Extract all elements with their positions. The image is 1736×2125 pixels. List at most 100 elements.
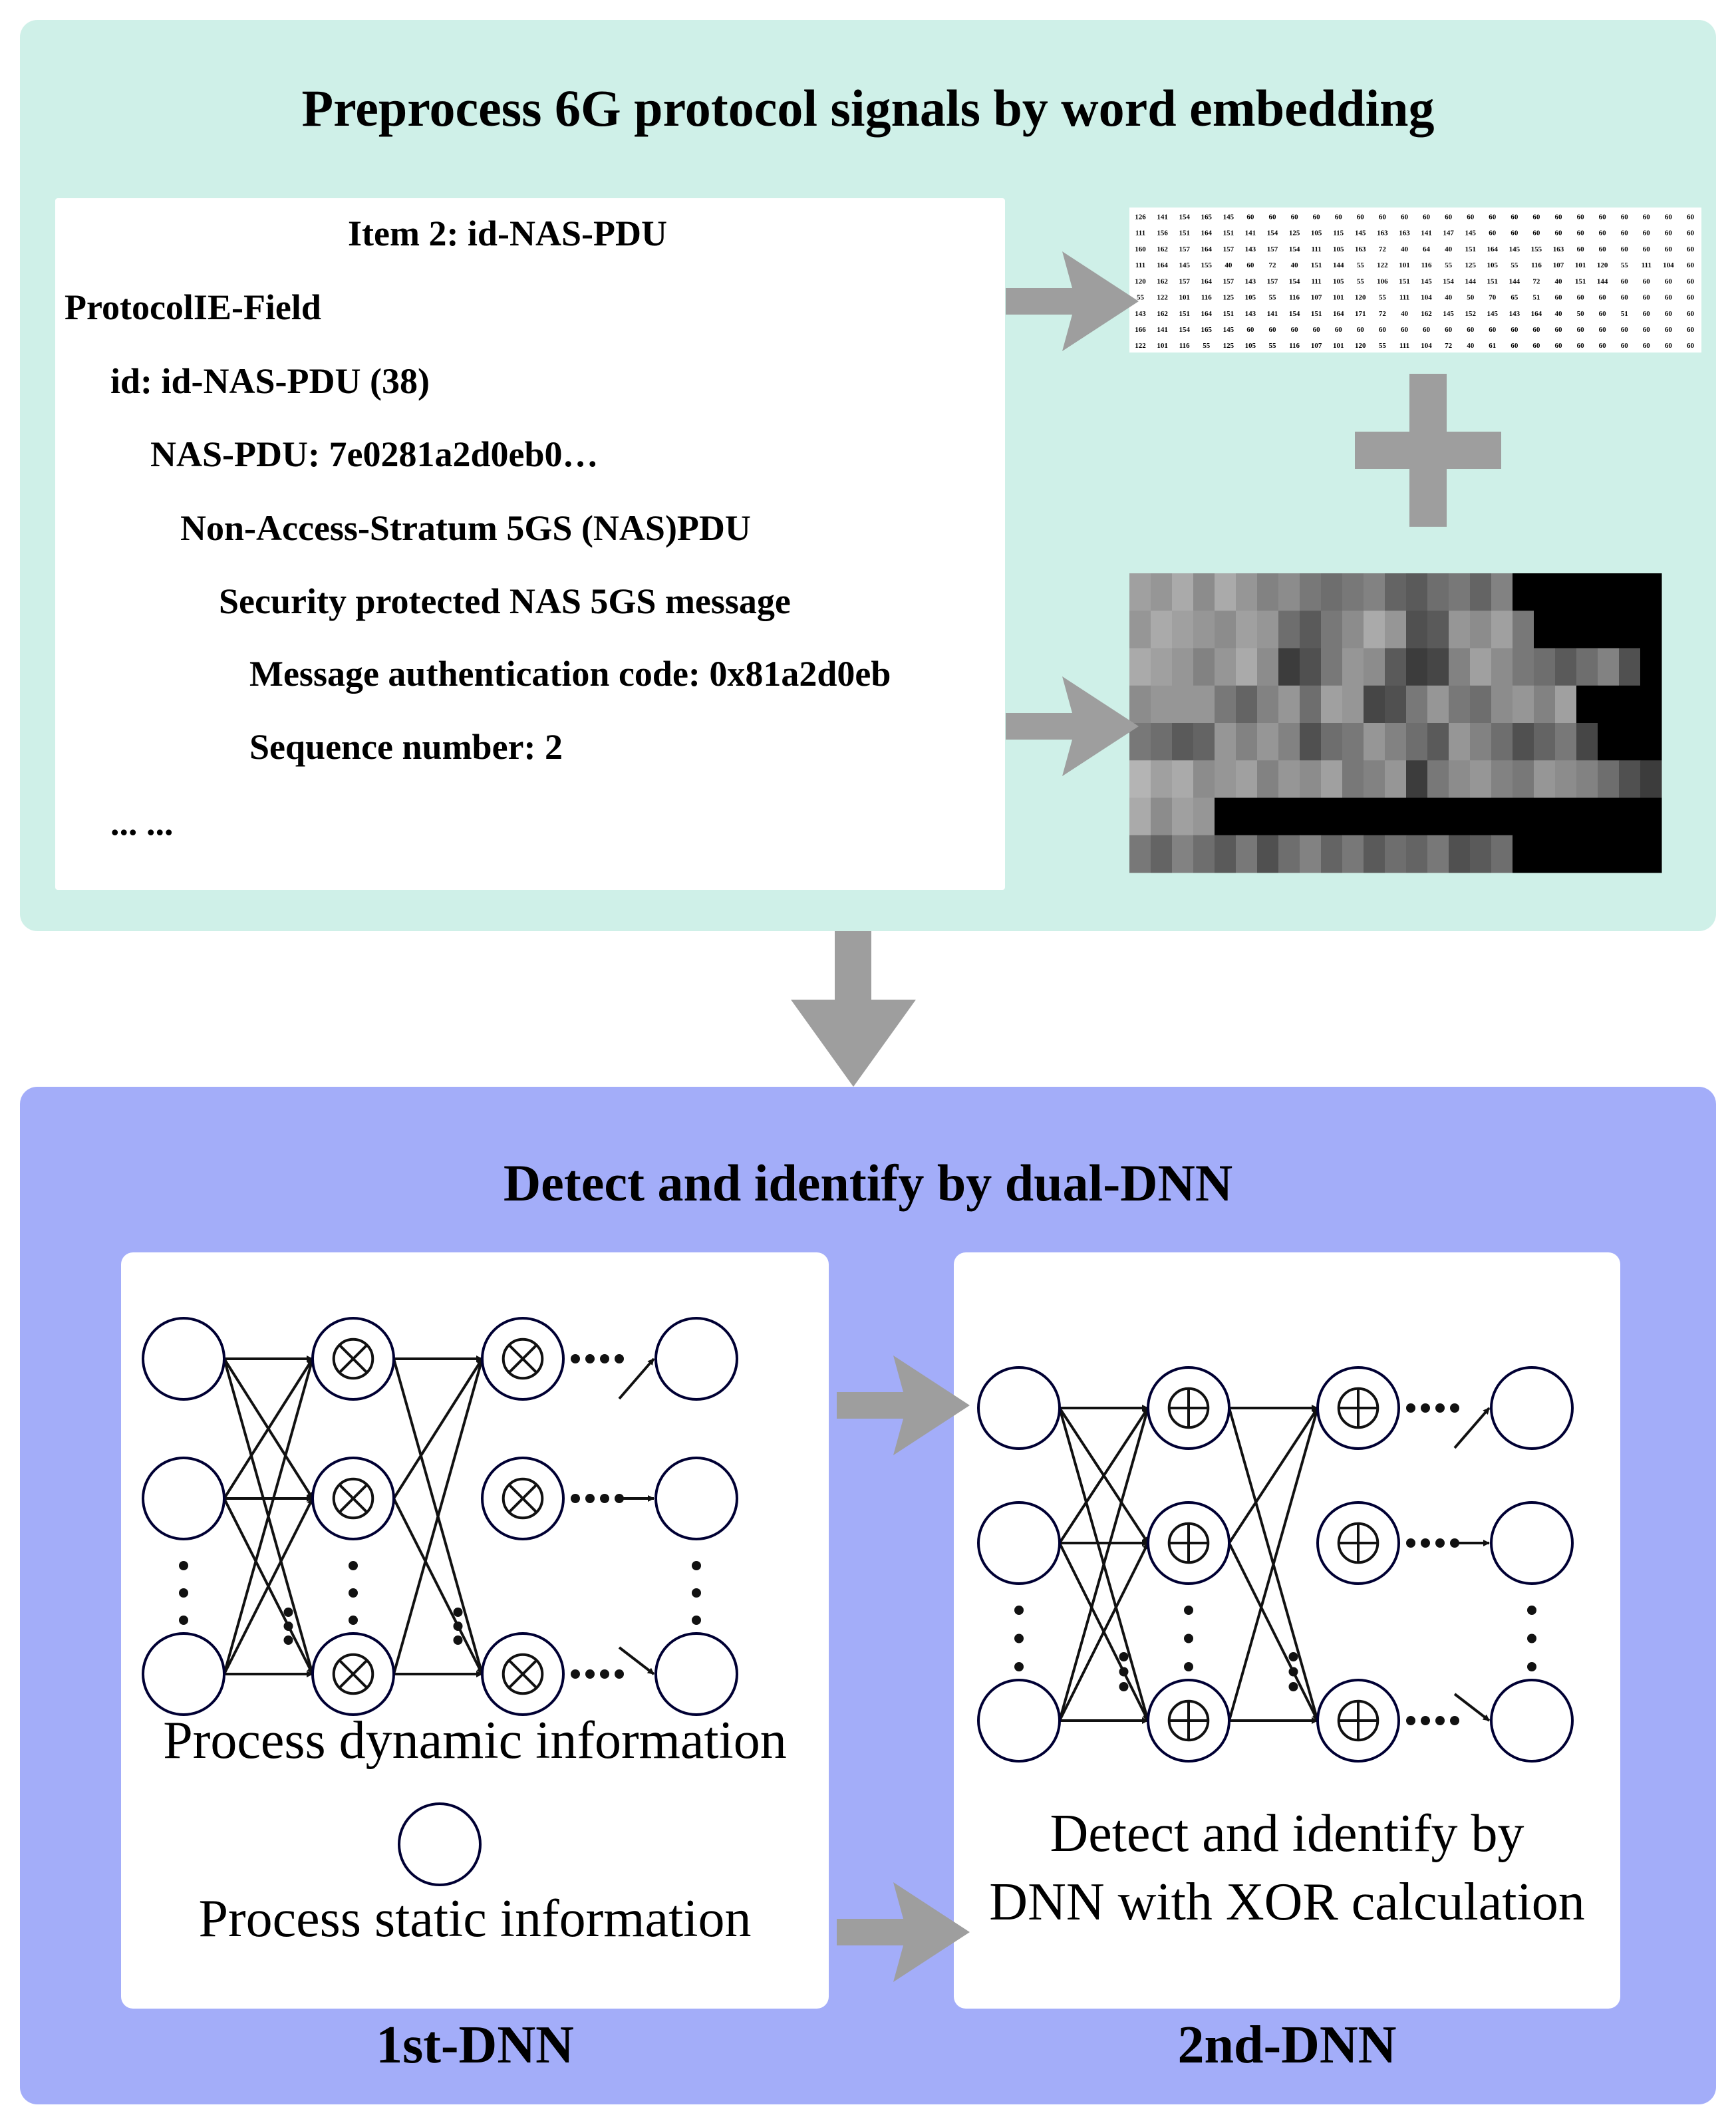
- matrix-cell: 163: [1399, 229, 1410, 237]
- matrix-cell: 105: [1333, 245, 1344, 253]
- heatmap-cell: [1257, 573, 1279, 611]
- operator-symbol: [502, 1338, 544, 1380]
- heatmap-cell: [1449, 760, 1471, 798]
- heatmap-cell: [1406, 797, 1428, 836]
- heatmap-cell: [1172, 685, 1194, 724]
- heatmap-cell: [1427, 685, 1449, 724]
- heatmap-cell: [1598, 797, 1620, 836]
- heatmap-cell: [1364, 611, 1385, 648]
- heatmap-cell: [1342, 573, 1364, 611]
- heatmap-cell: [1257, 797, 1279, 836]
- matrix-cell: 143: [1245, 277, 1256, 285]
- matrix-cell: 60: [1665, 277, 1673, 285]
- heatmap-cell: [1236, 573, 1258, 611]
- ellipsis-dot: [453, 1635, 463, 1645]
- caption-detect-line2: DNN with XOR calculation: [989, 1873, 1585, 1931]
- ellipsis-dot: [1435, 1716, 1445, 1725]
- matrix-cell: 105: [1245, 294, 1256, 302]
- heatmap-cell: [1491, 723, 1513, 761]
- heatmap-cell: [1619, 573, 1641, 611]
- heatmap-cell: [1427, 797, 1449, 836]
- heatmap-cell: [1427, 723, 1449, 761]
- connection-edge: [1058, 1407, 1149, 1544]
- heatmap-cell: [1364, 797, 1385, 836]
- matrix-cell: 101: [1179, 294, 1190, 302]
- heatmap-cell: [1619, 685, 1641, 724]
- heatmap-cell: [1534, 573, 1556, 611]
- matrix-cell: 60: [1379, 213, 1387, 221]
- matrix-cell: 157: [1179, 277, 1190, 285]
- matrix-cell: 155: [1201, 261, 1213, 269]
- heatmap-cell: [1364, 723, 1385, 761]
- matrix-cell: 160: [1135, 245, 1146, 253]
- matrix-cell: 60: [1643, 310, 1651, 318]
- heatmap-cell: [1129, 611, 1151, 648]
- connection-edge: [392, 1498, 484, 1675]
- heatmap-cell: [1215, 760, 1236, 798]
- matrix-cell: 60: [1643, 245, 1651, 253]
- heatmap-cell: [1193, 835, 1215, 873]
- ellipsis-dot: [283, 1608, 293, 1617]
- operator-symbol: [332, 1338, 374, 1380]
- matrix-cell: 60: [1577, 213, 1585, 221]
- heatmap-cell: [1576, 723, 1598, 761]
- ellipsis-dot: [1119, 1682, 1129, 1691]
- matrix-cell: 60: [1687, 229, 1695, 237]
- matrix-cell: 163: [1355, 245, 1366, 253]
- ellipsis-dot: [615, 1354, 624, 1363]
- ellipsis-dot: [1288, 1667, 1298, 1677]
- connection-edge: [1228, 1542, 1319, 1721]
- operator-symbol: [502, 1477, 544, 1520]
- protocol-line: Sequence number: 2: [249, 727, 563, 767]
- connection-edge: [1058, 1542, 1149, 1721]
- heatmap-cell: [1406, 760, 1428, 798]
- matrix-cell: 72: [1379, 310, 1387, 318]
- arrow-to-heatmap: [1006, 676, 1139, 776]
- heatmap-cell: [1619, 760, 1641, 798]
- ellipsis-dot: [692, 1616, 701, 1625]
- heatmap-cell: [1342, 685, 1364, 724]
- heatmap-cell: [1385, 573, 1407, 611]
- ellipsis-dot: [1450, 1716, 1459, 1725]
- heatmap-cell: [1470, 648, 1492, 686]
- connection-edge: [392, 1358, 484, 1675]
- matrix-cell: 60: [1489, 326, 1497, 334]
- heatmap-cell: [1619, 723, 1641, 761]
- heatmap-cell: [1129, 573, 1151, 611]
- matrix-cell: 125: [1223, 294, 1234, 302]
- matrix-cell: 51: [1621, 310, 1628, 318]
- protocol-line: ProtocolIE-Field: [65, 287, 321, 327]
- matrix-cell: 60: [1269, 213, 1277, 221]
- matrix-cell: 111: [1135, 261, 1145, 269]
- ellipsis-dot: [1527, 1633, 1536, 1643]
- ellipsis-dot: [1014, 1606, 1024, 1615]
- caption-detect-line1: Detect and identify by: [1050, 1804, 1524, 1863]
- connection-edge: [223, 1357, 314, 1500]
- matrix-cell: 151: [1179, 310, 1190, 318]
- matrix-cell: 60: [1665, 213, 1673, 221]
- matrix-cell: 107: [1311, 342, 1322, 350]
- matrix-cell: 60: [1687, 277, 1695, 285]
- matrix-cell: 105: [1311, 229, 1322, 237]
- heatmap-cell: [1598, 611, 1620, 648]
- matrix-cell: 141: [1267, 310, 1278, 318]
- heatmap-cell: [1129, 648, 1151, 686]
- matrix-cell: 60: [1401, 326, 1409, 334]
- neuron-node: [1490, 1501, 1574, 1585]
- heatmap-cell: [1193, 797, 1215, 836]
- ellipsis-dot: [1435, 1538, 1445, 1548]
- ellipsis-dot: [585, 1494, 595, 1503]
- matrix-cell: 143: [1245, 310, 1256, 318]
- matrix-cell: 141: [1245, 229, 1256, 237]
- matrix-cell: 116: [1289, 342, 1300, 350]
- ellipsis-dot: [179, 1588, 188, 1598]
- matrix-cell: 60: [1489, 229, 1497, 237]
- heatmap-cell: [1470, 611, 1492, 648]
- operator-symbol: [332, 1653, 374, 1695]
- heatmap-cell: [1576, 760, 1598, 798]
- matrix-cell: 125: [1223, 342, 1234, 350]
- heatmap-cell: [1300, 648, 1322, 686]
- heatmap-cell: [1555, 685, 1577, 724]
- heatmap-cell: [1491, 797, 1513, 836]
- matrix-cell: 60: [1246, 326, 1254, 334]
